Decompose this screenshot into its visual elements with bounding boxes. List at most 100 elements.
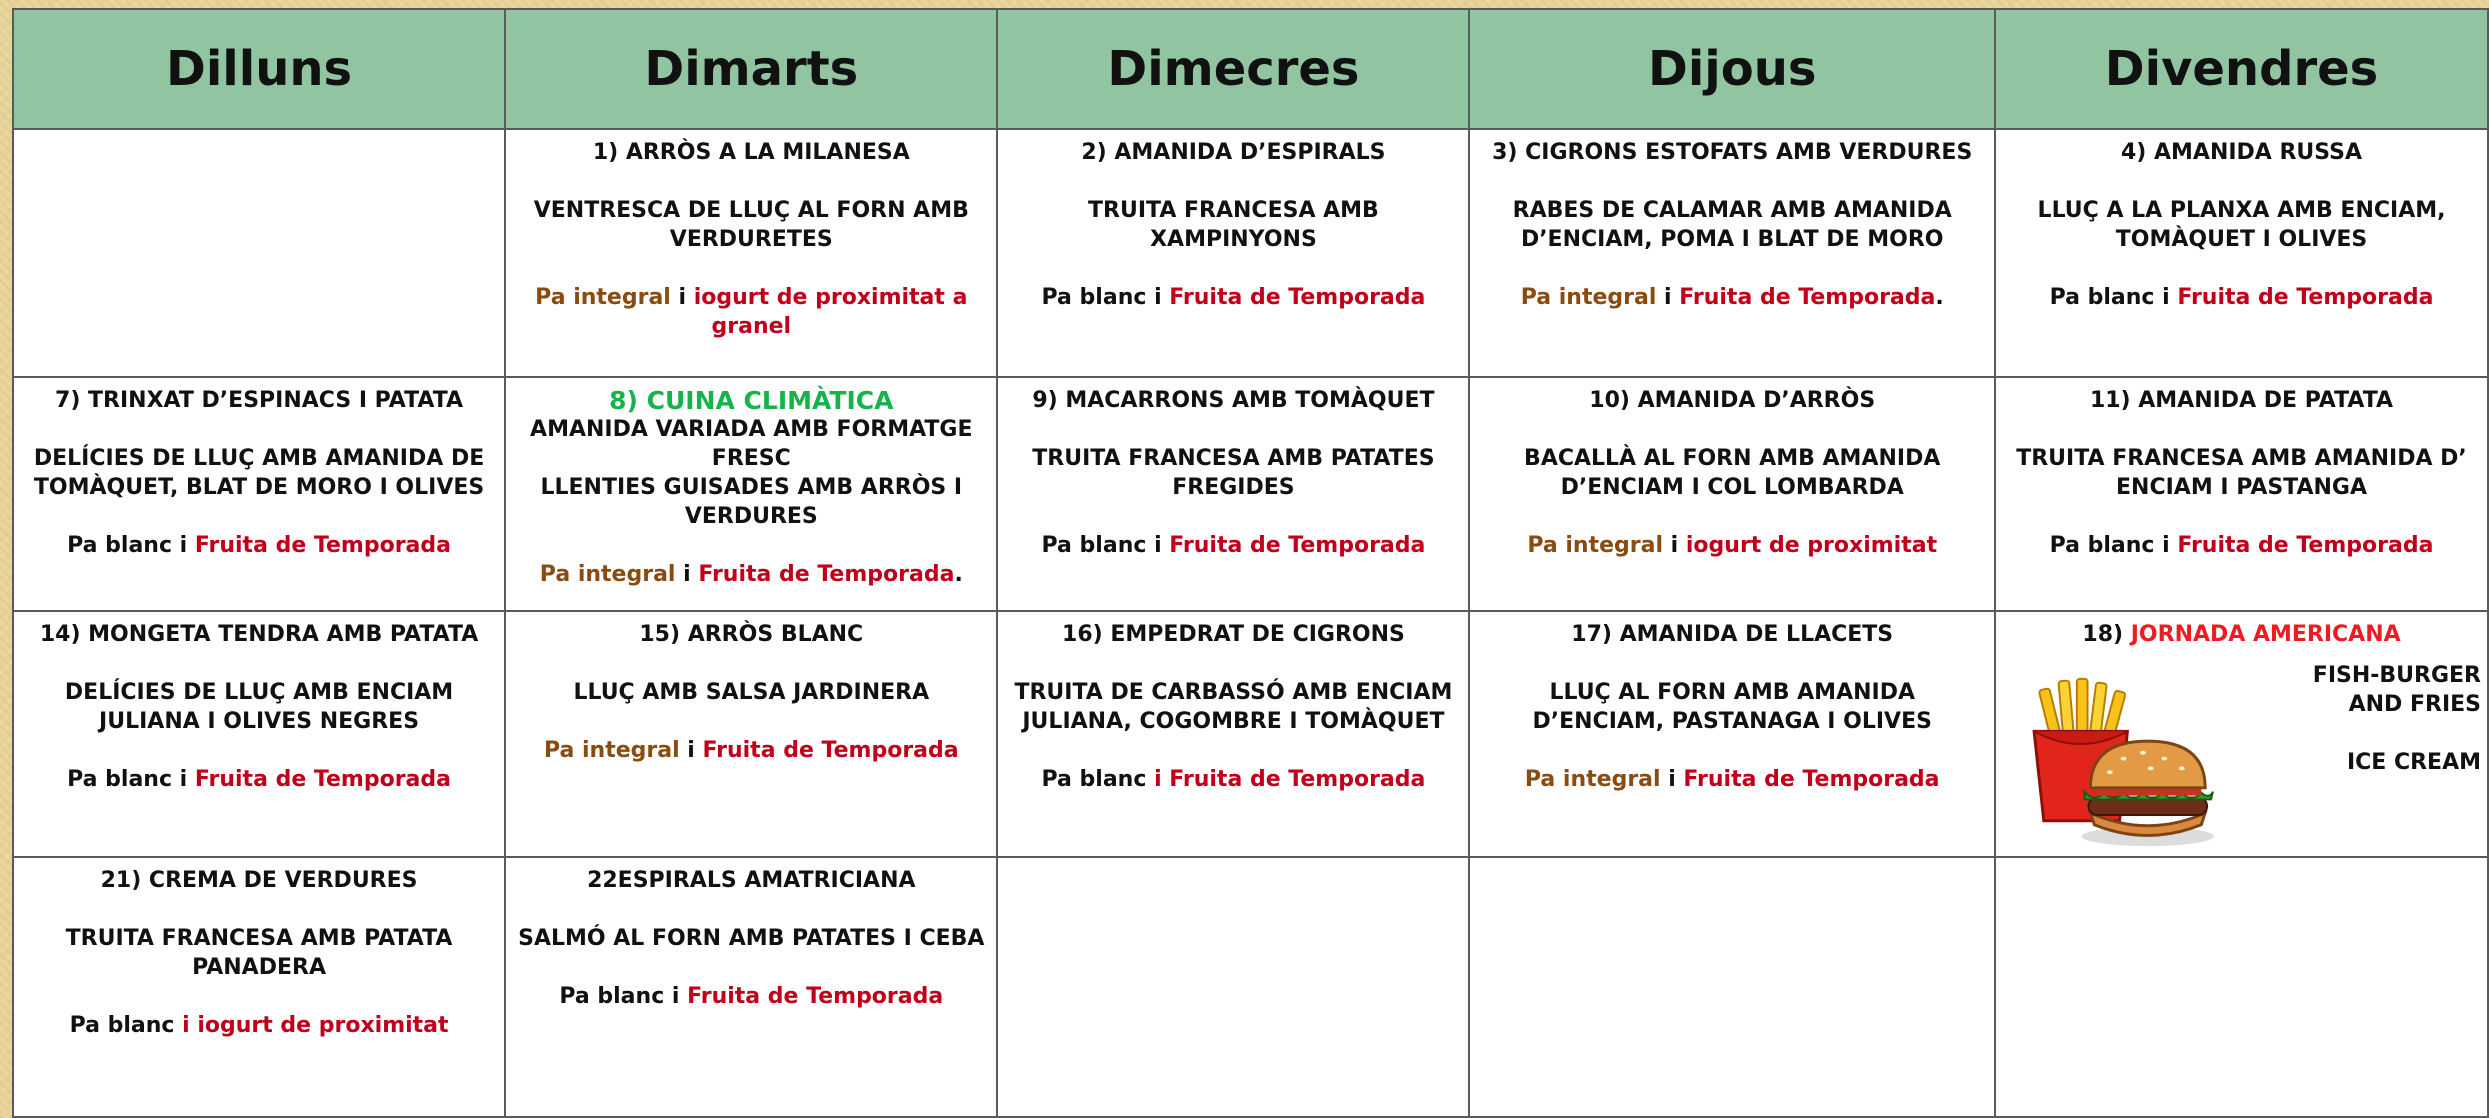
burger-icon [2081,739,2214,847]
day-cell: 2) AMANIDA D’ESPIRALS TRUITA FRANCESA AM… [996,128,1471,378]
spacer [24,736,494,765]
bread-label: Pa integral [1527,533,1664,558]
joiner: i [1146,533,1170,558]
day-cell: 9) MACARRONS AMB TOMÀQUET TRUITA FRANCES… [996,376,1471,612]
day-cell-empty [11,128,507,378]
spacer [24,895,494,924]
second-course: TRUITA FRANCESA AMB PATATES FREGIDES [1032,446,1435,500]
bread-and-dessert: Pa integral i Fruita de Temporada. [516,560,986,589]
joiner [174,1013,182,1038]
dessert-label: Fruita de Temporada [1169,285,1426,310]
first-course: 1) ARRÒS A LA MILANESA [592,140,910,165]
second-course: DELÍCIES DE LLUÇ AMB AMANIDA DE TOMÀQUET… [33,446,485,500]
first-course: 22ESPIRALS AMATRICIANA [587,868,916,893]
second-course: LLENTIES GUISADES AMB ARRÒS I VERDURES [540,475,963,529]
spacer [1008,502,1458,531]
spacer [1480,502,1984,531]
joiner: i [679,738,703,763]
bread-and-dessert: Pa integral i Fruita de Temporada. [1480,283,1984,312]
joiner: i [172,533,195,558]
day-header-wednesday: Dimecres [996,8,1471,130]
spacer [2006,415,2477,444]
spacer [24,649,494,678]
spacer [1008,415,1458,444]
week-row-3: 14) MONGETA TENDRA AMB PATATA DELÍCIES D… [11,610,2489,858]
burger-and-fries-icon [2032,677,2214,847]
dessert-label: Fruita de Temporada [1169,533,1426,558]
themed-day-body: FISH-BURGER AND FRIES ICE CREAM [2006,649,2481,847]
day-cell: 22ESPIRALS AMATRICIANA SALMÓ AL FORN AMB… [504,856,999,1118]
bread-and-dessert: Pa blanc i Fruita de Temporada [24,765,494,794]
joiner: i [675,562,699,587]
first-course: AMANIDA VARIADA AMB FORMATGE FRESC [530,417,973,471]
bread-label: Pa integral [539,562,676,587]
dessert-label: Fruita de Temporada [687,984,944,1009]
day-header-thursday: Dijous [1468,8,1997,130]
joiner: i [2154,533,2178,558]
spacer [1480,649,1984,678]
first-course: 14) MONGETA TENDRA AMB PATATA [39,622,479,647]
spacer [1480,415,1984,444]
trail: . [954,562,963,587]
second-course: LLUÇ AL FORN AMB AMANIDA D’ENCIAM, PASTA… [1532,680,1932,734]
spacer [516,895,986,924]
spacer [516,254,986,283]
spacer [2313,719,2481,748]
joiner: i [670,285,694,310]
second-course: LLUÇ A LA PLANXA AMB ENCIAM, TOMÀQUET I … [2037,198,2446,252]
second-course: LLUÇ AMB SALSA JARDINERA [573,680,930,705]
spacer [1480,736,1984,765]
dessert-label: iogurt de proximitat [1685,533,1938,558]
spacer [516,953,986,982]
joiner: i [1663,533,1686,558]
themed-day-title: 18) JORNADA AMERICANA [2006,620,2477,649]
second-course: BACALLÀ AL FORN AMB AMANIDA D’ENCIAM I C… [1524,446,1941,500]
spacer [1480,167,1984,196]
day-header-friday: Divendres [1994,8,2489,130]
day-cell: 16) EMPEDRAT DE CIGRONS TRUITA DE CARBAS… [996,610,1471,858]
spacer [2006,254,2477,283]
themed-main-line-2: AND FRIES [2348,692,2481,717]
dessert-label: iogurt de proximitat a granel [693,285,968,339]
day-cell: 4) AMANIDA RUSSA LLUÇ A LA PLANXA AMB EN… [1994,128,2489,378]
bread-label: Pa blanc [559,984,665,1009]
bread-label: Pa integral [543,738,680,763]
second-course: TRUITA FRANCESA AMB AMANIDA D’ ENCIAM I … [2016,446,2467,500]
joiner: i [1656,285,1680,310]
first-course: 15) ARRÒS BLANC [639,622,864,647]
dessert-label: Fruita de Temporada [2177,533,2434,558]
trail: . [1935,285,1944,310]
joiner: i [2154,285,2178,310]
first-course: 10) AMANIDA D’ARRÒS [1589,388,1876,413]
joiner [1146,767,1154,792]
first-course: 3) CIGRONS ESTOFATS AMB VERDURES [1492,140,1973,165]
spacer [24,502,494,531]
spacer [516,707,986,736]
themed-day-name: JORNADA AMERICANA [2130,622,2401,647]
spacer [1480,254,1984,283]
day-cell-themed: 18) JORNADA AMERICANA [1994,610,2489,858]
bread-and-dessert: Pa blanc i Fruita de Temporada [2006,283,2477,312]
bread-and-dessert: Pa integral i iogurt de proximitat a gra… [516,283,986,341]
day-cell: 1) ARRÒS A LA MILANESA VENTRESCA DE LLUÇ… [504,128,999,378]
joiner: i [1146,285,1170,310]
special-day-title: 8) CUINA CLIMÀTICA [609,386,894,415]
first-course: 2) AMANIDA D’ESPIRALS [1081,140,1386,165]
bread-and-dessert: Pa integral i Fruita de Temporada [516,736,986,765]
second-course: TRUITA DE CARBASSÓ AMB ENCIAM JULIANA, C… [1014,680,1453,734]
first-course: 16) EMPEDRAT DE CIGRONS [1062,622,1405,647]
first-course: 7) TRINXAT D’ESPINACS I PATATA [55,388,464,413]
bread-label: Pa blanc [67,767,173,792]
bread-and-dessert: Pa blanc i Fruita de Temporada [1008,765,1458,794]
day-cell: 3) CIGRONS ESTOFATS AMB VERDURES RABES D… [1468,128,1997,378]
day-header-row: Dilluns Dimarts Dimecres Dijous Divendre… [11,8,2489,130]
second-course: SALMÓ AL FORN AMB PATATES I CEBA [518,926,985,951]
day-cell: 17) AMANIDA DE LLACETS LLUÇ AL FORN AMB … [1468,610,1997,858]
spacer [24,415,494,444]
second-course: RABES DE CALAMAR AMB AMANIDA D’ENCIAM, P… [1512,198,1952,252]
second-course: TRUITA FRANCESA AMB PATATA PANADERA [65,926,453,980]
dessert-label: Fruita de Temporada [194,767,451,792]
first-course: 4) AMANIDA RUSSA [2120,140,2363,165]
dessert-label: Fruita de Temporada [1683,767,1940,792]
week-row-2: 7) TRINXAT D’ESPINACS I PATATA DELÍCIES … [11,376,2489,612]
